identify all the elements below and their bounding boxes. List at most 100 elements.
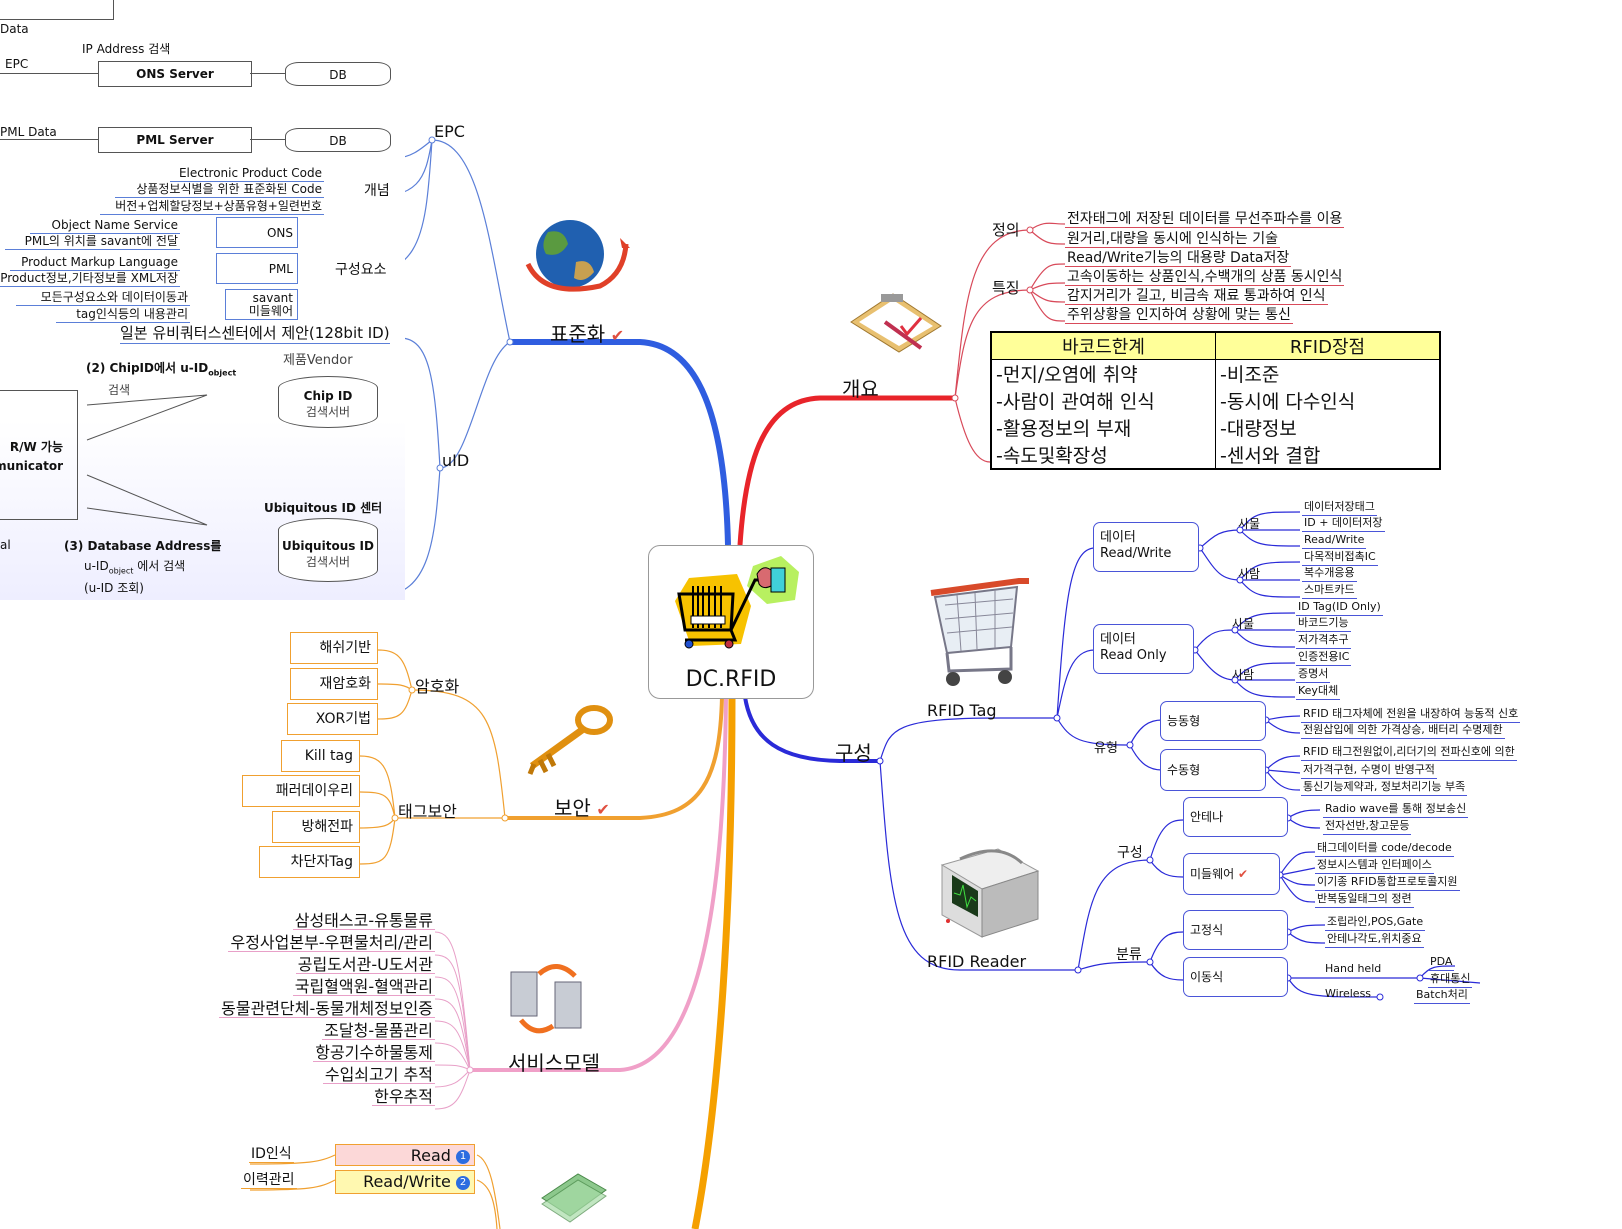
rw-person-label[interactable]: 사람 bbox=[1238, 567, 1261, 581]
encryption-item[interactable]: 재암호화 bbox=[290, 668, 378, 700]
fixed-reader-node[interactable]: 고정식 bbox=[1183, 910, 1288, 950]
db-cylinder-2: DB bbox=[285, 128, 391, 152]
feature-item-3: 감지거리가 길고, 비금속 재료 통과하여 인식 bbox=[1065, 288, 1328, 305]
handheld-item: PDA bbox=[1428, 954, 1455, 971]
ro-person-item: 증명서 bbox=[1296, 666, 1331, 683]
middleware-item: 태그데이터를 code/decode bbox=[1315, 840, 1454, 857]
communicator-box: R/W 가능 Communicator bbox=[0, 390, 78, 520]
rw-thing-item: Read/Write bbox=[1302, 532, 1367, 549]
concept-item: 상품정보식별을 위한 표준화된 Code bbox=[115, 181, 324, 198]
rfid-reader-device-icon bbox=[940, 848, 1040, 938]
active-item: RFID 태그자체에 전원을 내장하여 능동적 신호 bbox=[1301, 706, 1521, 723]
reader-config-label[interactable]: 구성 bbox=[1117, 845, 1143, 861]
epc-components-label[interactable]: 구성요소 bbox=[335, 262, 387, 278]
read-node[interactable]: Read 1 bbox=[335, 1144, 475, 1166]
ro-thing-item: ID Tag(ID Only) bbox=[1296, 599, 1383, 616]
tag-rw-node[interactable]: 데이터 Read/Write bbox=[1093, 522, 1199, 572]
handheld-label[interactable]: Hand held bbox=[1325, 962, 1382, 975]
rfid-reader-label[interactable]: RFID Reader bbox=[927, 952, 1027, 971]
encryption-item[interactable]: XOR기법 bbox=[287, 703, 378, 735]
service-item: 한우추적 bbox=[372, 1087, 435, 1106]
diagram-ip-search-label: IP Address 검색 bbox=[82, 42, 171, 56]
tag-security-item[interactable]: 방해전파 bbox=[272, 811, 360, 843]
branch-standard-label[interactable]: 표준화 ✔ bbox=[550, 322, 625, 346]
branch-line-service bbox=[470, 696, 728, 1072]
passive-type-node[interactable]: 수동형 bbox=[1160, 749, 1266, 791]
ro-thing-label[interactable]: 사물 bbox=[1232, 617, 1255, 631]
mobile-reader-node[interactable]: 이동식 bbox=[1183, 957, 1288, 997]
branch-line-standard bbox=[510, 339, 731, 546]
ons-node[interactable]: ONS bbox=[216, 217, 298, 248]
cost-left-label: 이력관리 bbox=[241, 1172, 297, 1189]
branch-security-label[interactable]: 보안 ✔ bbox=[554, 796, 610, 820]
rw-person-item: 다목적비접촉IC bbox=[1302, 549, 1378, 566]
antenna-item: 전자선반,창고문등 bbox=[1323, 818, 1412, 835]
ro-person-item: 인증전용IC bbox=[1296, 649, 1352, 666]
feature-item-2: 고속이동하는 상품인식,수백개의 상품 동시인식 bbox=[1065, 269, 1345, 286]
tag-security-item[interactable]: 패러데이우리 bbox=[242, 775, 360, 807]
service-item: 동물관련단체-동물개체정보인증 bbox=[219, 999, 435, 1018]
checkmark-icon: ✔ bbox=[605, 326, 625, 345]
ro-person-label[interactable]: 사람 bbox=[1232, 668, 1255, 682]
uid-label[interactable]: uID bbox=[442, 451, 470, 470]
savant-node[interactable]: savant 미들웨어 bbox=[225, 289, 298, 320]
overview-features-label[interactable]: 특징 bbox=[992, 279, 1020, 297]
central-topic-title: DC.RFID bbox=[685, 667, 777, 692]
reader-class-label[interactable]: 분류 bbox=[1116, 947, 1142, 963]
tag-security-item[interactable]: 차단자Tag bbox=[259, 846, 360, 878]
branch-overview-label[interactable]: 개요 bbox=[842, 377, 879, 401]
ro-thing-item: 바코드기능 bbox=[1296, 615, 1351, 632]
branch-composition-label[interactable]: 구성 bbox=[835, 741, 872, 765]
ons-item: PML의 위치를 savant에 전달 bbox=[5, 233, 180, 250]
priority-2-icon: 2 bbox=[456, 1175, 470, 1190]
pml-item: Product Markup Language bbox=[10, 254, 180, 271]
diagram-arrows bbox=[86, 394, 208, 526]
diagram-box-top bbox=[0, 0, 114, 20]
epc-concept-label[interactable]: 개념 bbox=[364, 183, 390, 199]
active-type-node[interactable]: 능동형 bbox=[1160, 701, 1266, 741]
service-item: 삼성태스코-유통물류 bbox=[292, 911, 435, 930]
shopping-cart-barcode-icon bbox=[675, 556, 799, 649]
middleware-item: 이기종 RFID통합프로토콜지원 bbox=[1315, 874, 1460, 891]
service-item: 우정사업본부-우편물처리/관리 bbox=[228, 933, 435, 952]
barcode-vs-rfid-table: 바코드한계 RFID장점 -먼지/오염에 취약 -사람이 관여해 인식 -활용정… bbox=[990, 331, 1441, 470]
branch-line-cost bbox=[691, 696, 736, 1229]
antenna-node[interactable]: 안테나 bbox=[1183, 797, 1288, 837]
service-item: 공립도서관-U도서관 bbox=[295, 955, 435, 974]
uid-proposal: 일본 유비쿼터스센터에서 제안(128bit ID) bbox=[120, 324, 390, 344]
fixed-item: 안테나각도,위치중요 bbox=[1325, 931, 1424, 948]
epc-label[interactable]: EPC bbox=[434, 122, 465, 141]
pml-node[interactable]: PML bbox=[216, 253, 298, 284]
shopping-cart-icon bbox=[930, 578, 1029, 686]
middleware-node[interactable]: 미들웨어 ✔ bbox=[1183, 853, 1280, 895]
tag-type-label[interactable]: 유형 bbox=[1094, 741, 1118, 756]
read-write-node[interactable]: Read/Write 2 bbox=[335, 1170, 475, 1194]
table-col-barcode: -먼지/오염에 취약 -사람이 관여해 인식 -활용정보의 부재 -속도및확장성 bbox=[990, 359, 1216, 470]
passive-item: 저가격구현, 수명이 반영구적 bbox=[1301, 762, 1437, 779]
pml-item: Product정보,기타정보를 XML저장 bbox=[0, 270, 180, 287]
diagram-vendor-label: 제품Vendor bbox=[283, 353, 353, 368]
wireless-item: Batch처리 bbox=[1414, 987, 1470, 1004]
branch-service-label[interactable]: 서비스모델 bbox=[508, 1051, 600, 1075]
middleware-item: 반복동일태그의 정련 bbox=[1315, 891, 1414, 908]
central-topic[interactable]: DC.RFID bbox=[648, 545, 814, 699]
key-icon bbox=[527, 705, 613, 775]
service-item: 조달청-물품관리 bbox=[322, 1021, 435, 1040]
tag-security-item[interactable]: Kill tag bbox=[281, 740, 360, 772]
wireless-label[interactable]: Wireless bbox=[1325, 987, 1372, 1000]
rw-thing-label[interactable]: 사물 bbox=[1238, 517, 1261, 531]
encryption-label[interactable]: 암호화 bbox=[415, 677, 460, 696]
tag-ro-node[interactable]: 데이터 Read Only bbox=[1093, 624, 1194, 674]
table-header-rfid: RFID장점 bbox=[1215, 331, 1441, 360]
rfid-tag-label[interactable]: RFID Tag bbox=[927, 701, 997, 720]
tag-security-label[interactable]: 태그보안 bbox=[398, 802, 457, 821]
checkmark-icon: ✔ bbox=[1238, 867, 1249, 881]
diagram-epc-label: EPC bbox=[5, 57, 29, 71]
savant-item: 모든구성요소와 데이터이동과 bbox=[16, 289, 190, 306]
rw-person-item: 복수개응용 bbox=[1302, 565, 1357, 582]
overview-definition-label[interactable]: 정의 bbox=[992, 221, 1020, 239]
concept-item: 버전+업체할당정보+상품유형+일련번호 bbox=[100, 198, 324, 215]
chip-id-server-cylinder: Chip ID 검색서버 bbox=[278, 376, 378, 428]
encryption-item[interactable]: 해쉬기반 bbox=[290, 632, 378, 664]
definition-item-1: 전자태그에 저장된 데이터를 무선주파수를 이용 bbox=[1065, 211, 1345, 228]
